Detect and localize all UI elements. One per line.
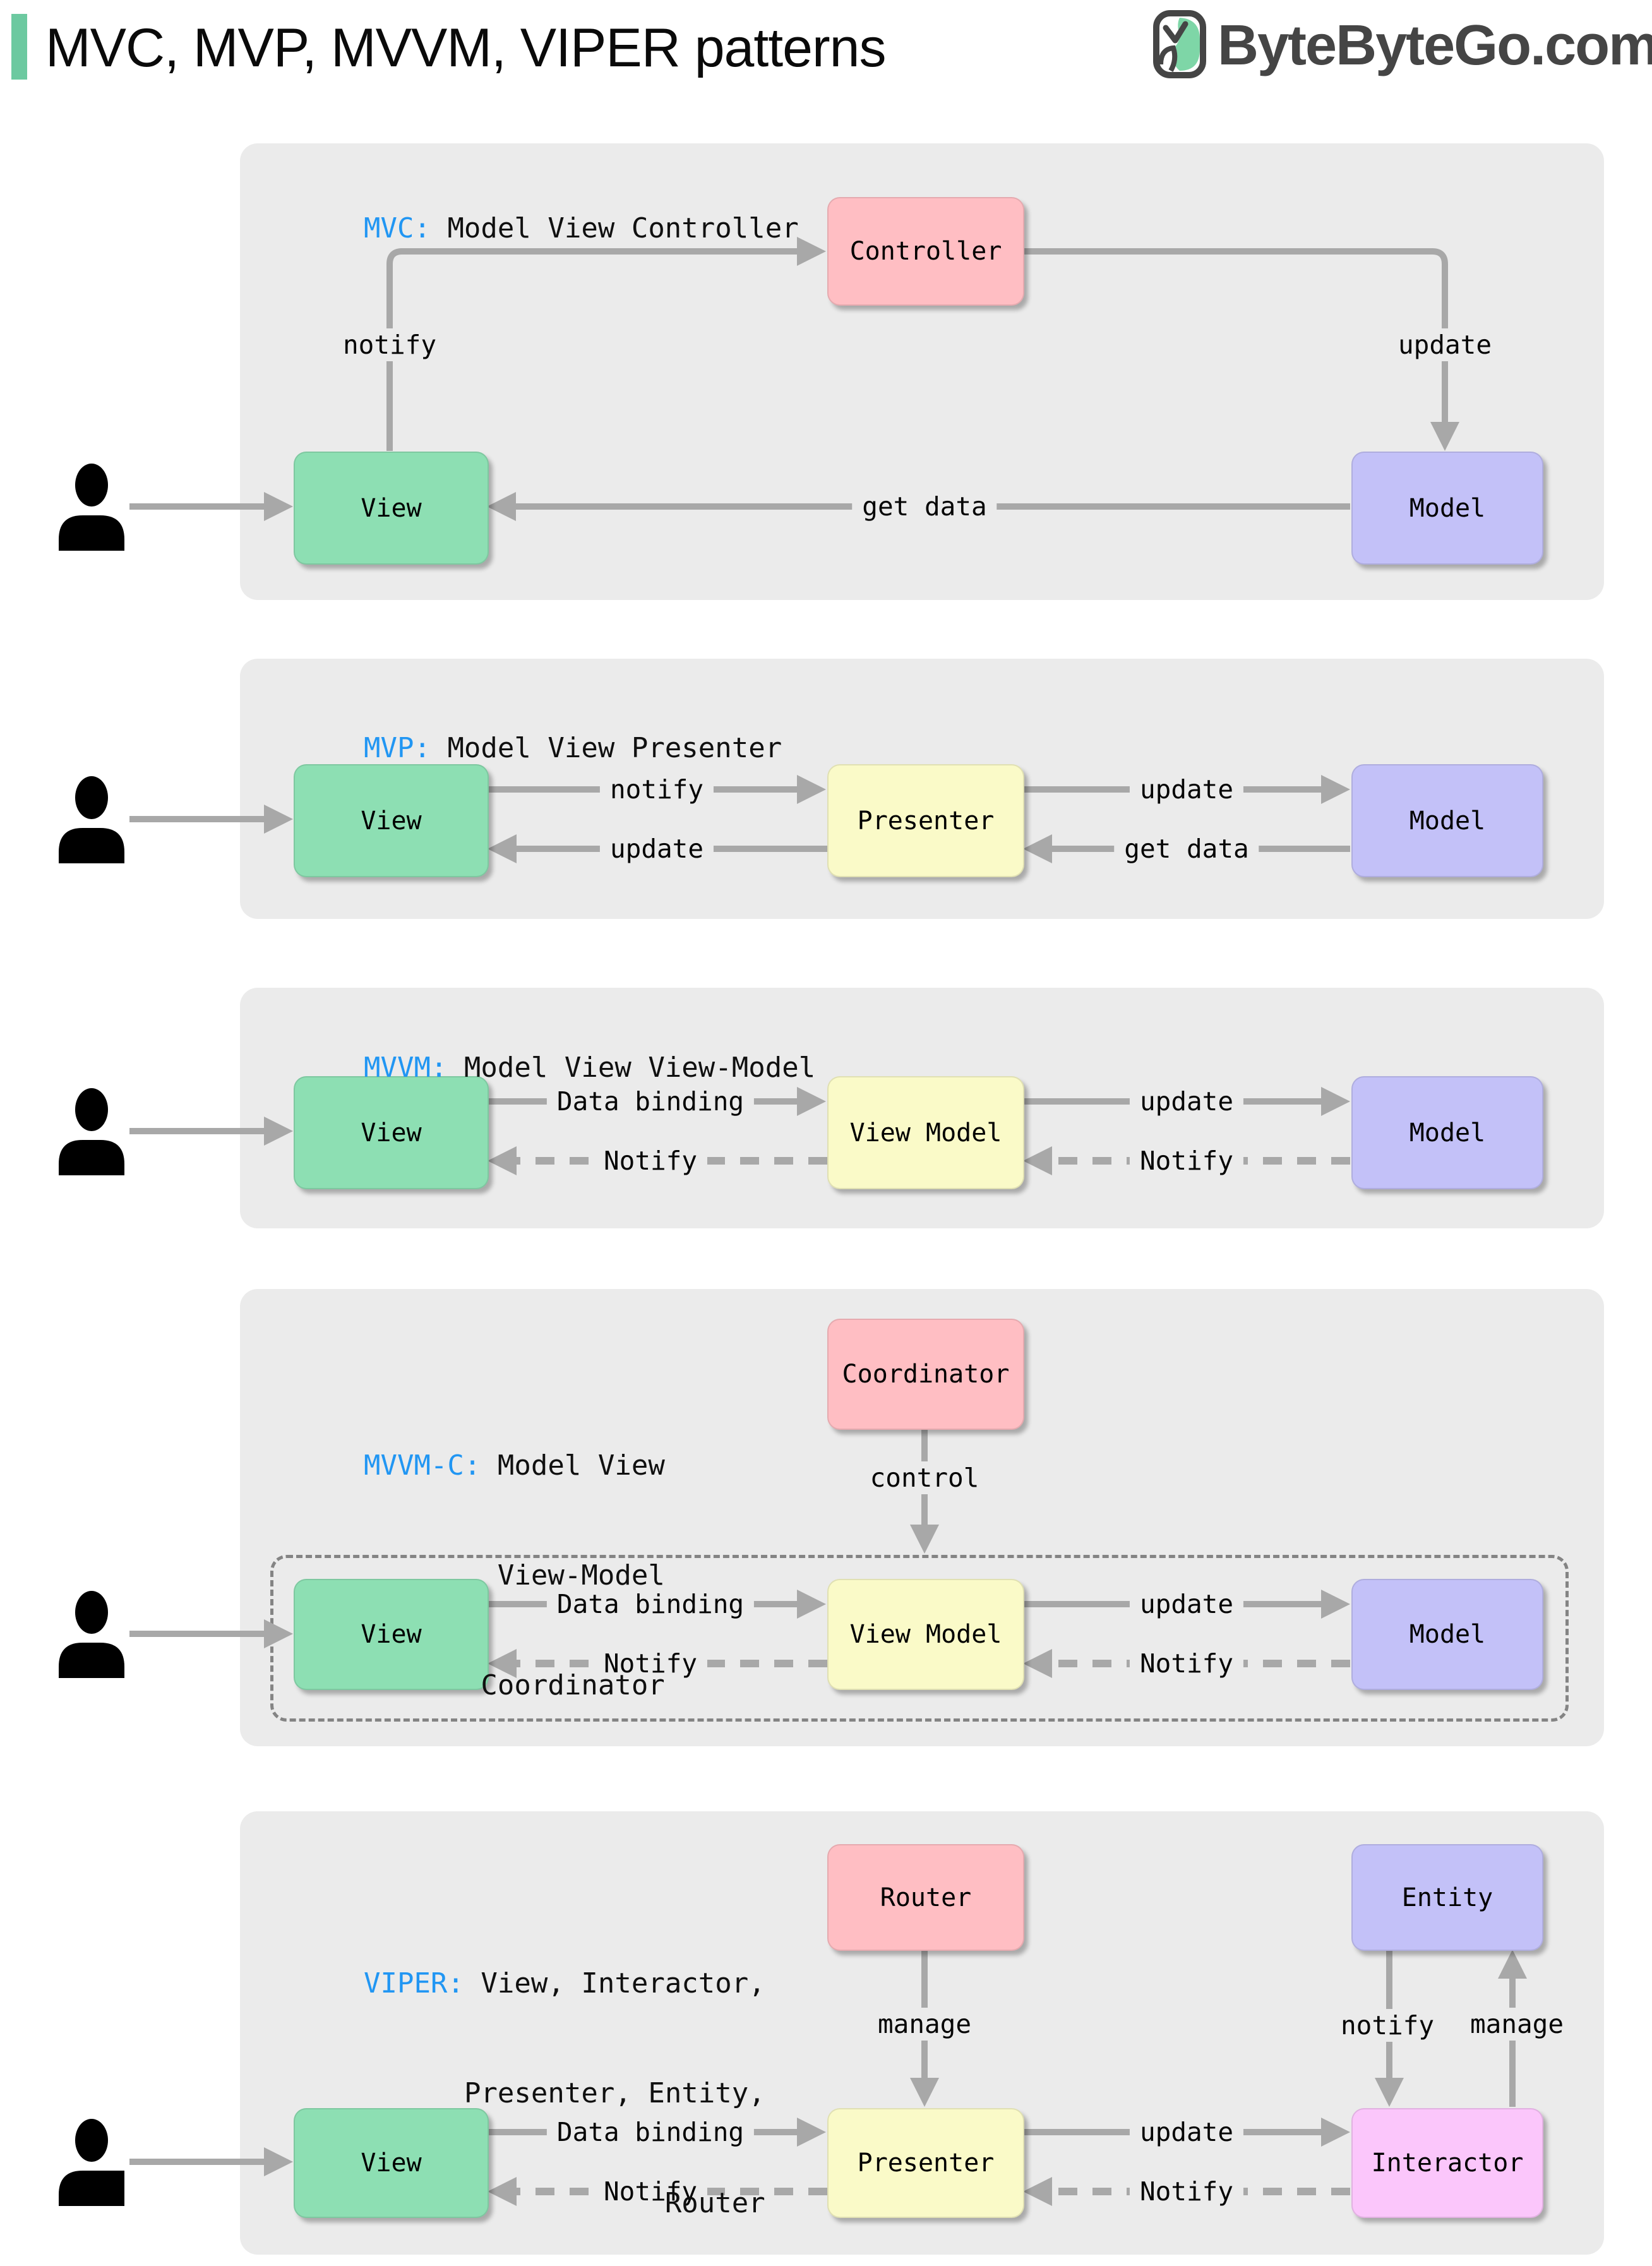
mvvm-c-notify-view-label: Notify bbox=[593, 1647, 708, 1680]
viper-update-label: update bbox=[1129, 2116, 1244, 2149]
mvp-model-box: Model bbox=[1351, 764, 1543, 877]
mvp-tag: MVP: bbox=[363, 732, 431, 764]
mvvm-user-to-view-arrow bbox=[129, 1117, 293, 1146]
mvvm-c-update-label: update bbox=[1129, 1588, 1244, 1621]
mvp-update-view-label: update bbox=[599, 832, 714, 865]
viper-data-binding-label: Data binding bbox=[546, 2116, 755, 2149]
mvvm-model-box: Model bbox=[1351, 1076, 1543, 1189]
mvc-get-data-label: get data bbox=[852, 490, 997, 523]
mvp-presenter-box: Presenter bbox=[827, 764, 1024, 877]
mvp-update-model-label: update bbox=[1129, 773, 1244, 806]
mvc-user-to-view-arrow bbox=[129, 492, 293, 521]
viper-subtitle-line3: Router bbox=[664, 2187, 765, 2219]
viper-user-to-view-arrow bbox=[129, 2147, 293, 2176]
mvvm-data-binding-label: Data binding bbox=[546, 1085, 755, 1118]
mvvm-update-label: update bbox=[1129, 1085, 1244, 1118]
mvp-user-to-view-arrow bbox=[129, 805, 293, 834]
viper-view-box: View bbox=[294, 2108, 489, 2218]
viper-interactor-box: Interactor bbox=[1351, 2108, 1543, 2218]
user-icon bbox=[59, 464, 124, 551]
mvc-update-arrow bbox=[1023, 248, 1459, 451]
viper-notify-presenter-label: Notify bbox=[1129, 2175, 1244, 2208]
viper-notify-entity-label: notify bbox=[1330, 2009, 1445, 2042]
mvvm-view-box: View bbox=[294, 1076, 489, 1189]
viper-notify-view-label: Notify bbox=[593, 2175, 708, 2208]
mvvm-c-view-box: View bbox=[294, 1579, 489, 1690]
viper-entity-box: Entity bbox=[1351, 1844, 1543, 1951]
mvp-get-data-label: get data bbox=[1114, 832, 1259, 865]
mvvm-c-view-model-box: View Model bbox=[827, 1579, 1024, 1690]
user-icon bbox=[59, 1088, 124, 1175]
mvvm-c-model-box: Model bbox=[1351, 1579, 1543, 1690]
mvvm-view-model-box: View Model bbox=[827, 1076, 1024, 1189]
mvvm-c-data-binding-label: Data binding bbox=[546, 1588, 755, 1621]
mvvm-tag: MVVM: bbox=[363, 1052, 448, 1084]
mvvm-c-notify-vm-label: Notify bbox=[1129, 1647, 1244, 1680]
mvp-subtitle: Model View Presenter bbox=[447, 732, 782, 764]
viper-subtitle-line1: View, Interactor, bbox=[481, 1967, 765, 1999]
mvc-section-title: MVC: Model View Controller bbox=[297, 174, 799, 284]
viper-manage-router-label: manage bbox=[867, 2008, 982, 2041]
mvvm-c-coordinator-box: Coordinator bbox=[827, 1319, 1024, 1430]
mvc-tag: MVC: bbox=[363, 212, 431, 244]
page-title: MVC, MVP, MVVM, VIPER patterns bbox=[45, 18, 886, 78]
mvvm-notify-vm-label: Notify bbox=[1129, 1144, 1244, 1177]
viper-router-box: Router bbox=[827, 1844, 1024, 1951]
mvc-notify-arrow bbox=[386, 237, 826, 451]
mvvm-section-title: MVVM: Model View View-Model bbox=[297, 1013, 815, 1123]
mvvm-c-subtitle-line1: Model View bbox=[497, 1449, 665, 1482]
user-icon bbox=[59, 1591, 124, 1678]
viper-tag: VIPER: bbox=[363, 1967, 464, 1999]
viper-manage-entity-label: manage bbox=[1459, 2008, 1574, 2041]
user-icon bbox=[59, 2119, 124, 2206]
mvp-view-box: View bbox=[294, 764, 489, 877]
mvvm-subtitle: Model View View-Model bbox=[464, 1052, 816, 1084]
mvc-view-box: View bbox=[294, 452, 489, 565]
user-icon bbox=[59, 776, 124, 863]
title-accent-bar bbox=[11, 14, 27, 80]
mvvm-c-control-label: control bbox=[859, 1461, 990, 1494]
brand-wordmark: ByteByteGo.com bbox=[1218, 13, 1652, 77]
viper-manage-entity-arrow bbox=[1498, 1950, 1527, 2107]
mvc-subtitle: Model View Controller bbox=[447, 212, 799, 244]
mvc-model-box: Model bbox=[1351, 452, 1543, 565]
viper-subtitle-line2: Presenter, Entity, bbox=[464, 2077, 765, 2109]
mvvm-notify-view-label: Notify bbox=[593, 1144, 708, 1177]
mvc-controller-box: Controller bbox=[827, 197, 1024, 306]
mvc-update-label: update bbox=[1387, 328, 1502, 361]
mvvm-c-user-to-view-arrow bbox=[129, 1619, 293, 1648]
mvvm-c-subtitle-line2: View-Model bbox=[497, 1559, 665, 1592]
mvp-section-title: MVP: Model View Presenter bbox=[297, 693, 782, 803]
mvp-notify-label: notify bbox=[599, 773, 714, 806]
viper-presenter-box: Presenter bbox=[827, 2108, 1024, 2218]
mvvm-c-subtitle-line3: Coordinator bbox=[481, 1669, 665, 1701]
viper-section-title: VIPER: View, Interactor, Presenter, Enti… bbox=[297, 1855, 765, 2266]
bytebytego-logo-icon bbox=[1153, 10, 1206, 78]
mvvm-c-tag: MVVM-C: bbox=[363, 1449, 481, 1482]
mvvm-c-section-title: MVVM-C: Model View View-Model Coordinato… bbox=[297, 1338, 665, 1814]
mvc-notify-label: notify bbox=[332, 328, 447, 361]
